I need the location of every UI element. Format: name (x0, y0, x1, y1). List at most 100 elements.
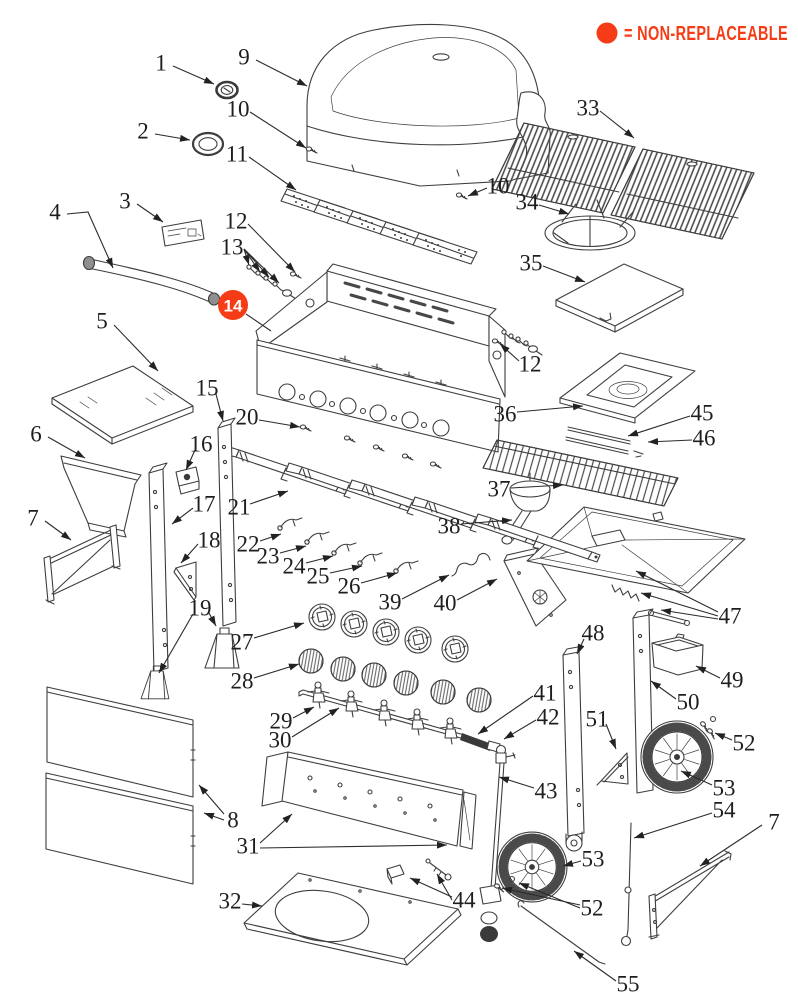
caster-latch (175, 466, 200, 495)
leader-line-8 (198, 784, 225, 815)
part-label-52: 52 (581, 896, 604, 921)
leader-line-32 (241, 901, 263, 909)
leader-line-26 (360, 572, 398, 584)
highlighted-part-badge-14[interactable]: 14 (218, 290, 248, 320)
part-label-48: 48 (582, 621, 605, 646)
triangle-bracket (596, 752, 629, 786)
leg-foot-b (140, 665, 170, 700)
part-label-33: 33 (577, 96, 600, 121)
part-label-3: 3 (119, 189, 131, 214)
leader-line-47 (635, 570, 719, 613)
part-label-35: 35 (520, 251, 543, 276)
leader-line-27 (253, 622, 305, 639)
part-label-38: 38 (438, 514, 461, 539)
leader-line-45 (627, 415, 691, 437)
part-label-53: 53 (582, 847, 605, 872)
grease-tray (526, 506, 746, 594)
leader-line-41 (477, 695, 534, 735)
leader-line-52 (714, 732, 733, 741)
leader-line-21 (249, 490, 289, 505)
leader-line-5 (113, 324, 159, 372)
part-label-30: 30 (269, 728, 292, 753)
tray-link (647, 609, 691, 627)
wok-ring (544, 199, 636, 251)
non-replaceable-dot-icon (596, 22, 618, 44)
part-label-7: 7 (27, 506, 39, 531)
flame-tamers (280, 188, 478, 265)
bottom-shelf (243, 872, 462, 966)
leader-line-47 (640, 592, 719, 617)
part-label-40: 40 (434, 591, 457, 616)
bracket-left (43, 524, 121, 605)
part-label-46: 46 (693, 426, 716, 451)
leader-line-34 (538, 204, 570, 215)
leader-line-53 (680, 770, 713, 786)
firebox (255, 263, 506, 453)
part-label-6: 6 (30, 422, 42, 447)
tray-spring (611, 584, 640, 602)
wheel-right (641, 721, 713, 793)
support-rod (620, 822, 632, 947)
leader-line-36 (516, 403, 584, 413)
leader-line-13 (242, 248, 250, 266)
leader-line-16 (185, 449, 196, 471)
part-label-23: 23 (257, 544, 280, 569)
part-label-39: 39 (379, 590, 402, 615)
side-shelf (51, 365, 194, 445)
leader-line-44 (436, 873, 453, 901)
leader-line-24 (305, 555, 334, 564)
part-label-10: 10 (487, 174, 510, 199)
front-panel (261, 751, 477, 850)
leader-line-53 (562, 859, 582, 867)
leader-line-3 (136, 203, 164, 223)
leader-line-9 (255, 59, 308, 87)
bezel-ring (191, 131, 225, 157)
leader-line-50 (650, 680, 677, 700)
part-label-54: 54 (713, 798, 737, 823)
leader-line-48 (576, 638, 585, 655)
leader-line-52 (518, 882, 581, 909)
leader-line-33 (599, 110, 635, 139)
leader-line-1 (172, 65, 215, 85)
drip-pan-left (60, 455, 142, 538)
part-label-20: 20 (236, 405, 259, 430)
leader-line-19 (158, 613, 194, 674)
part-label-37: 37 (488, 477, 511, 502)
legend-text: = NON-REPLACEABLE (624, 23, 788, 45)
leader-line-31 (259, 841, 448, 849)
leader-line-11 (248, 156, 297, 191)
leader-line-39 (401, 574, 450, 600)
part-label-47: 47 (719, 604, 742, 629)
part-label-1: 1 (155, 51, 167, 76)
part-label-50: 50 (677, 690, 700, 715)
leg-front-right (562, 645, 585, 852)
hardware-44 (386, 858, 452, 885)
leader-line-13 (243, 248, 280, 284)
leader-line-40 (456, 578, 498, 601)
part-label-24: 24 (283, 554, 307, 579)
part-label-26: 26 (338, 574, 361, 599)
side-burner-frame (559, 352, 696, 424)
part-label-27: 27 (231, 630, 254, 655)
axle-screws-left (492, 875, 516, 893)
grease-bucket (651, 633, 704, 676)
leader-line-8 (203, 812, 225, 821)
part-label-31: 31 (237, 834, 260, 859)
leader-line-43 (498, 776, 535, 789)
part-label-34: 34 (516, 190, 540, 215)
heat-shield-bracket (503, 547, 567, 627)
part-label-19: 19 (189, 596, 212, 621)
part-label-2: 2 (137, 119, 149, 144)
leader-line-28 (253, 663, 300, 679)
leader-line-14 (245, 313, 272, 332)
leader-line-25 (329, 564, 363, 574)
leader-line-37 (510, 482, 564, 490)
part-label-28: 28 (231, 669, 254, 694)
leader-line-12 (247, 223, 296, 273)
leader-line-22 (259, 533, 282, 542)
handle (82, 255, 221, 306)
part-label-13: 13 (221, 235, 244, 260)
legend: = NON-REPLACEABLE (596, 22, 788, 45)
leader-line-20 (258, 419, 301, 429)
